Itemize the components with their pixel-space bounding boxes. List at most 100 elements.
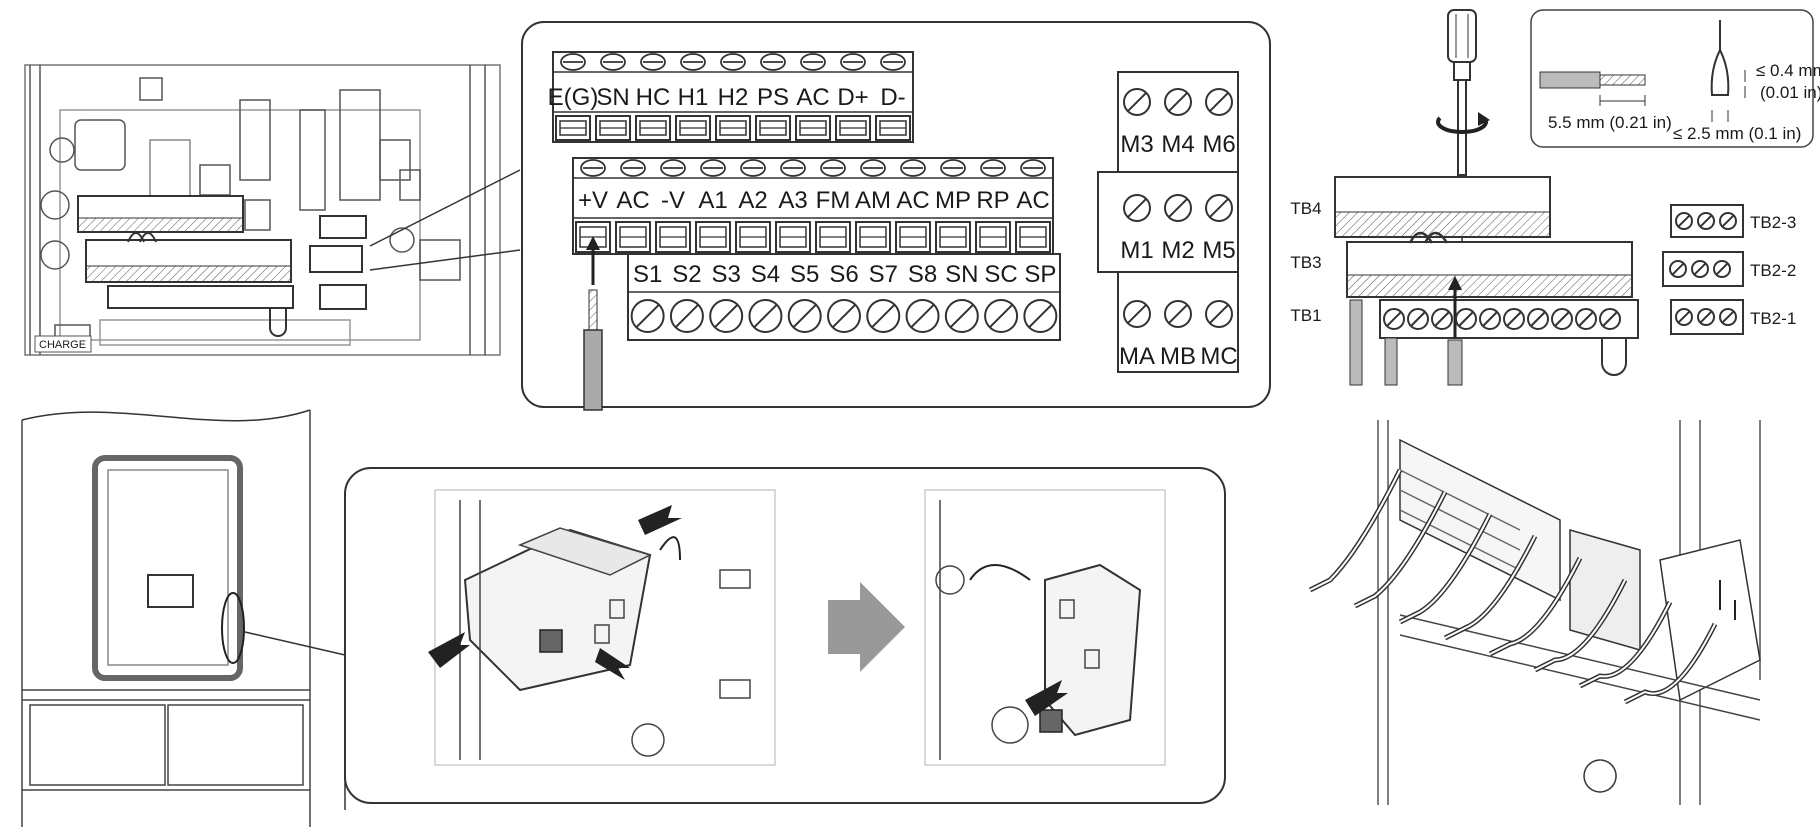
tb2-screw (1719, 212, 1737, 230)
middle-terminal-slot (855, 221, 891, 253)
upper-terminal-slot (675, 115, 711, 141)
middle-screw (660, 159, 686, 177)
relay-screw (1205, 88, 1233, 116)
tb2-screw (1697, 308, 1715, 326)
middle-terminal-slot (1015, 221, 1051, 253)
middle-terminal-label: FM (816, 187, 851, 214)
tb1-screw (1551, 308, 1573, 330)
overview-tb1 (107, 285, 294, 337)
tb2-label: TB2-3 (1750, 213, 1796, 232)
upper-screw (840, 53, 866, 71)
lower-screw (709, 299, 744, 333)
relay-screw (1164, 88, 1192, 116)
tb1-screw (1575, 308, 1597, 330)
middle-terminal-label: AC (1016, 187, 1049, 214)
relay-label: MB (1160, 343, 1196, 370)
lower-screw (866, 299, 901, 333)
middle-terminal-slot (975, 221, 1011, 253)
middle-screw (1020, 159, 1046, 177)
middle-screw (620, 159, 646, 177)
blade-width-label: ≤ 2.5 mm (0.1 in) (1673, 124, 1801, 143)
callout-lines-top (369, 169, 521, 271)
middle-terminal-label: RP (976, 187, 1009, 214)
step1-illustration (434, 489, 776, 766)
middle-screw (740, 159, 766, 177)
upper-terminal-slot (875, 115, 911, 141)
upper-screw (760, 53, 786, 71)
wired-terminal-perspective (1377, 420, 1761, 805)
lower-screw (1023, 299, 1058, 333)
lower-screw (748, 299, 783, 333)
relay-screw (1123, 194, 1151, 222)
tb2-screw (1675, 308, 1693, 326)
relay-screw (1123, 88, 1151, 116)
tb2-screw (1719, 308, 1737, 326)
tb-block-left (1334, 176, 1639, 386)
tb1-screw (1599, 308, 1621, 330)
middle-terminal-label: AC (896, 187, 929, 214)
lower-screw (787, 299, 822, 333)
upper-screw (560, 53, 586, 71)
tb2-screw (1713, 260, 1731, 278)
upper-screw (800, 53, 826, 71)
relay-screw (1205, 194, 1233, 222)
tb2-label: TB2-2 (1750, 261, 1796, 280)
lower-terminal-label: S6 (829, 261, 858, 288)
relay-label: M5 (1202, 237, 1235, 264)
upper-screw (640, 53, 666, 71)
wire-spec-box: 5.5 mm (0.21 in) ≤ 0.4 mm (0.01 in) ≤ 2.… (1530, 9, 1820, 148)
upper-terminal-label: D+ (837, 84, 868, 111)
upper-terminal-slot (715, 115, 751, 141)
middle-screw (940, 159, 966, 177)
upper-terminal-label: H2 (718, 84, 749, 111)
charge-label: CHARGE (39, 339, 86, 351)
board-overview (24, 64, 501, 356)
middle-terminal-label: MP (935, 187, 971, 214)
middle-terminal-slot (655, 221, 691, 253)
middle-terminal-label: AM (855, 187, 891, 214)
drive-front (21, 409, 311, 827)
lower-terminal-label: S3 (712, 261, 741, 288)
tb-label: TB3 (1290, 253, 1321, 272)
tb2-label: TB2-1 (1750, 309, 1796, 328)
middle-terminal-slot (895, 221, 931, 253)
wire (1308, 468, 1403, 593)
middle-screw (780, 159, 806, 177)
tb1-screw (1527, 308, 1549, 330)
tb1-screw (1383, 308, 1405, 330)
strip-length-label: 5.5 mm (0.21 in) (1548, 113, 1672, 132)
middle-screw (900, 159, 926, 177)
tb1-screw (1455, 308, 1477, 330)
lower-terminal-label: S1 (633, 261, 662, 288)
lower-screw (669, 299, 704, 333)
lower-terminal-label: S8 (908, 261, 937, 288)
middle-screw (700, 159, 726, 177)
middle-terminal-slot (735, 221, 771, 253)
upper-terminal-label: D- (880, 84, 905, 111)
overview-tb3 (85, 232, 292, 283)
transition-arrow (828, 582, 905, 672)
lower-screw (630, 299, 665, 333)
screwdriver-detail (1436, 9, 1490, 300)
middle-terminal-label: A3 (778, 187, 807, 214)
charge-indicator: CHARGE (34, 335, 92, 353)
upper-terminal-label: PS (757, 84, 789, 111)
lower-terminal-label: S4 (751, 261, 780, 288)
upper-terminal-slot (835, 115, 871, 141)
upper-terminal-label: HC (636, 84, 671, 111)
relay-label: M6 (1202, 131, 1235, 158)
relay-screw (1205, 300, 1233, 328)
tb1-screw (1431, 308, 1453, 330)
middle-screw (580, 159, 606, 177)
relay-screw (1164, 194, 1192, 222)
middle-terminal-slot (695, 221, 731, 253)
tb-label: TB1 (1290, 306, 1321, 325)
lower-terminal-label: SP (1024, 261, 1056, 288)
lower-terminal-label: SN (945, 261, 978, 288)
upper-terminal-label: AC (796, 84, 829, 111)
wire-insertion (583, 236, 603, 411)
step1-arrows (428, 505, 682, 680)
